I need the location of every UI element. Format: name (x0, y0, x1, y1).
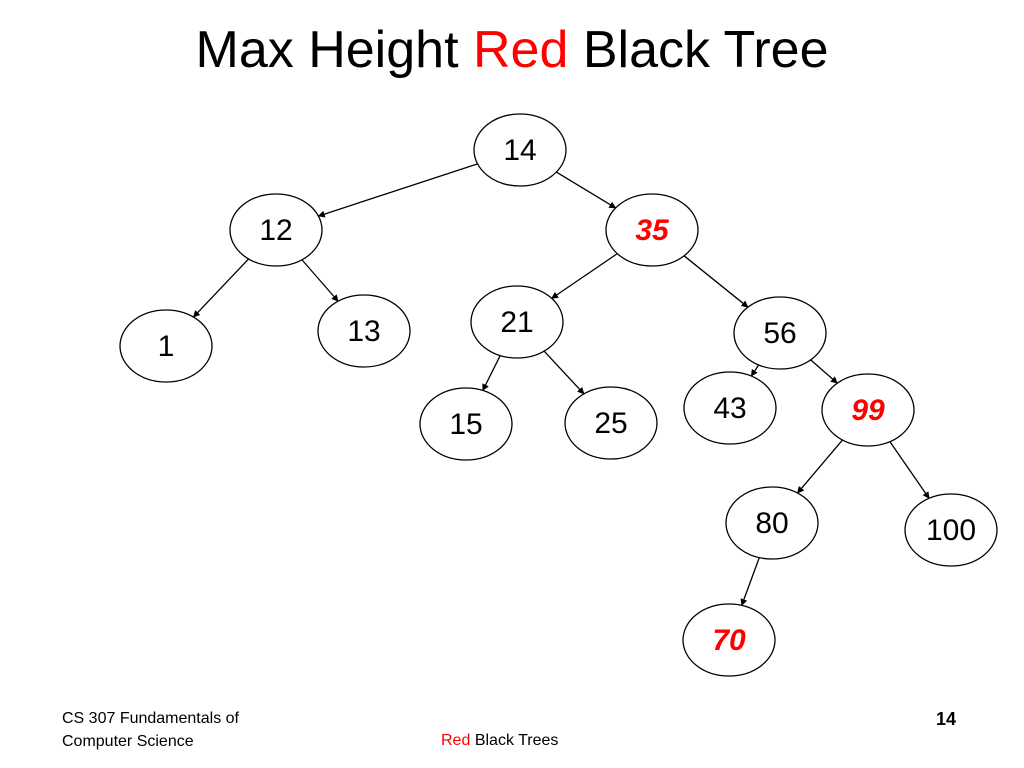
node-circle (229, 193, 323, 267)
tree-node-99: 99 (821, 373, 915, 447)
tree-node-43: 43 (683, 371, 777, 445)
title-suffix: Black Tree (582, 21, 829, 79)
title-highlight: Red (472, 21, 569, 79)
node-label: 15 (449, 408, 482, 441)
node-label: 1 (158, 330, 175, 363)
node-label: 99 (851, 394, 885, 427)
footer-course-line1: CS 307 Fundamentals of (62, 710, 239, 727)
title-prefix: Max Height (195, 21, 459, 79)
node-circle (821, 373, 915, 447)
node-circle (470, 285, 564, 359)
node-label: 35 (635, 214, 670, 247)
edge-12-1 (192, 258, 250, 318)
edge-80-70 (740, 557, 760, 607)
tree-node-21: 21 (470, 285, 564, 359)
tree-nodes: 14 12 35 1 13 21 56 15 25 43 99 80 100 70 (119, 113, 998, 677)
node-circle (682, 603, 776, 677)
tree-node-15: 15 (419, 387, 513, 461)
edge-12-13 (301, 259, 339, 302)
slide-title: Max Height Red Black Tree (0, 14, 1024, 86)
edge-56-99 (810, 359, 838, 384)
edge-21-15 (482, 355, 501, 392)
tree-node-25: 25 (564, 386, 658, 460)
node-label: 43 (713, 392, 746, 425)
edge-21-25 (543, 350, 585, 395)
node-circle (317, 294, 411, 368)
node-circle (564, 386, 658, 460)
tree-node-35: 35 (605, 193, 699, 267)
node-circle (683, 371, 777, 445)
node-label: 14 (503, 134, 536, 167)
node-label: 12 (259, 214, 292, 247)
tree-node-56: 56 (733, 296, 827, 370)
footer-course-line2: Computer Science (62, 733, 194, 750)
node-label: 13 (347, 315, 380, 348)
node-label: 70 (712, 624, 746, 657)
tree-node-80: 80 (725, 486, 819, 560)
tree-node-14: 14 (473, 113, 567, 187)
footer-topic-rest: Black Trees (474, 732, 559, 749)
node-label: 80 (755, 507, 788, 540)
node-circle (725, 486, 819, 560)
node-circle (904, 493, 998, 567)
node-label: 56 (763, 317, 796, 350)
edge-35-56 (683, 255, 749, 308)
node-label: 100 (926, 514, 976, 547)
edge-56-43 (750, 364, 760, 377)
edge-35-21 (551, 253, 618, 299)
edge-99-100 (889, 441, 930, 499)
footer-topic-highlight: Red (441, 732, 471, 749)
node-circle (605, 193, 699, 267)
node-label: 25 (594, 407, 627, 440)
tree-node-100: 100 (904, 493, 998, 567)
tree-node-12: 12 (229, 193, 323, 267)
page-number: 14 (936, 709, 957, 729)
edge-99-80 (796, 439, 844, 494)
edge-14-35 (556, 171, 617, 209)
node-circle (733, 296, 827, 370)
tree-node-70: 70 (682, 603, 776, 677)
tree-edges (192, 163, 930, 607)
node-circle (419, 387, 513, 461)
tree-node-13: 13 (317, 294, 411, 368)
node-circle (473, 113, 567, 187)
footer-topic: Red Black Trees (441, 731, 558, 751)
footer-course: CS 307 Fundamentals of Computer Science (62, 707, 239, 753)
tree-node-1: 1 (119, 309, 213, 383)
edge-14-12 (317, 163, 478, 218)
node-circle (119, 309, 213, 383)
node-label: 21 (500, 306, 533, 339)
